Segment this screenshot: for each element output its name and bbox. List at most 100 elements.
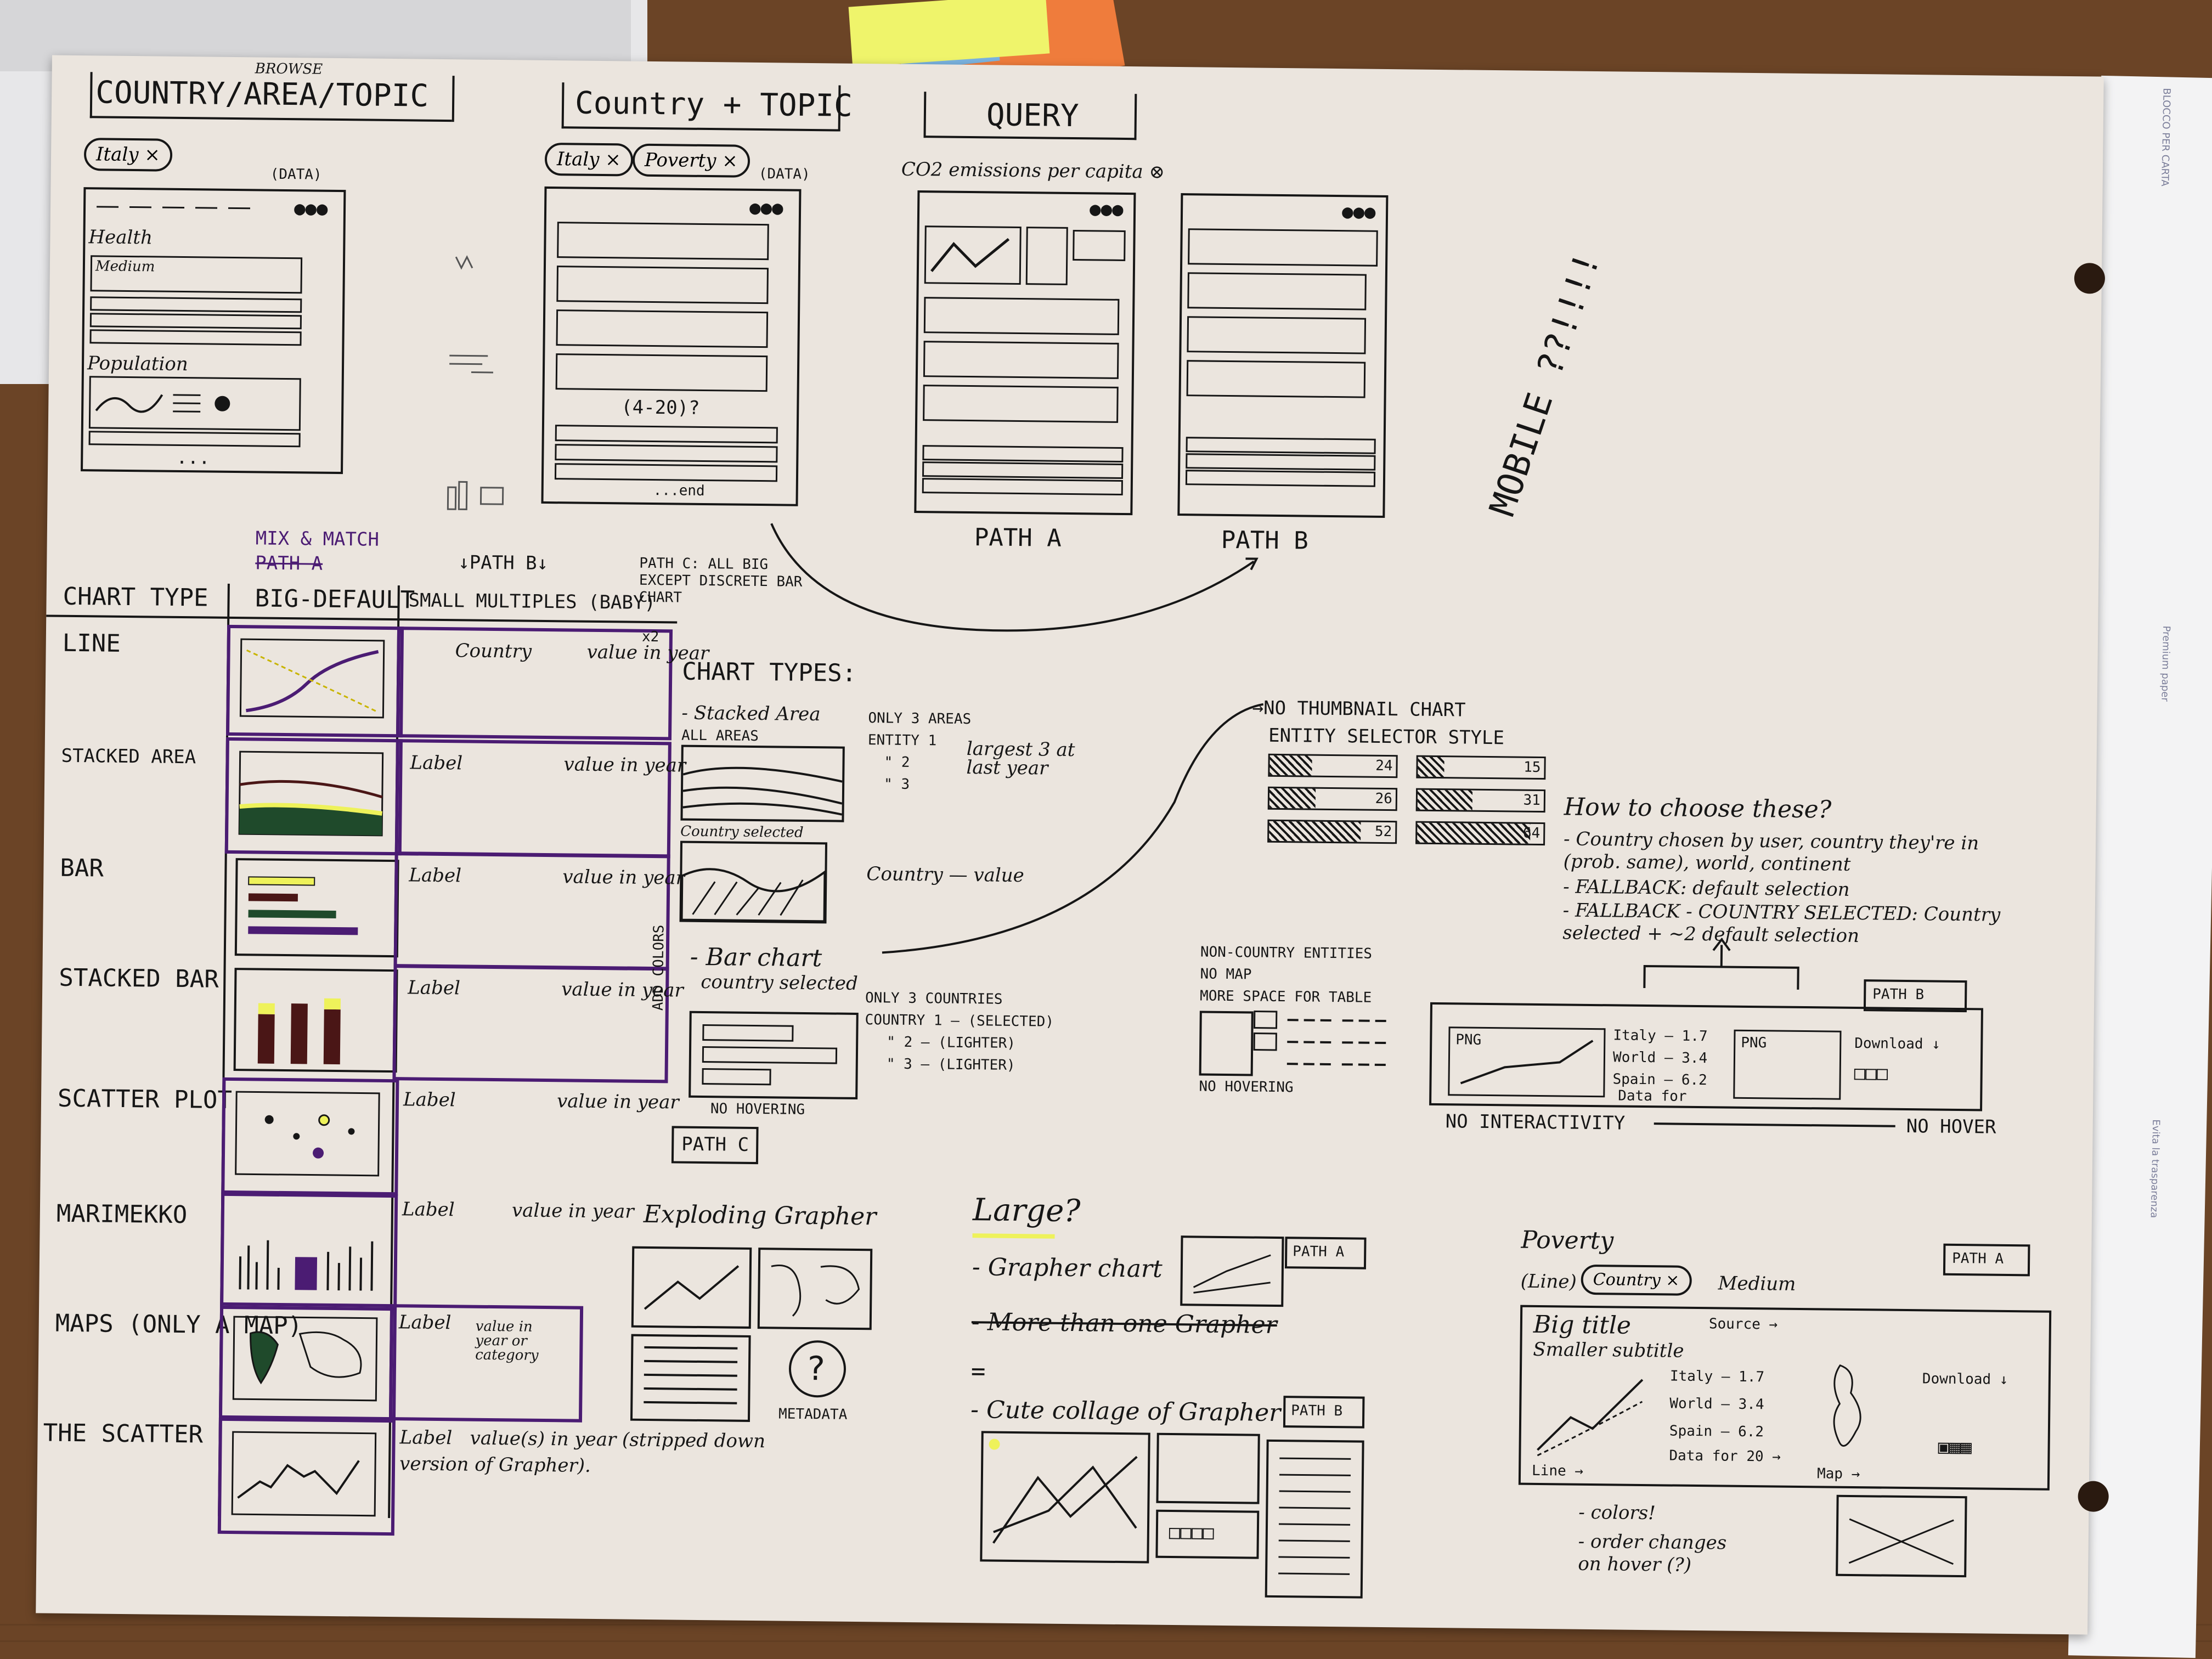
sm-extra: x2 <box>641 628 659 646</box>
wireframe-block: Medium <box>90 255 303 294</box>
sm-value: value in year <box>562 866 685 889</box>
medium-label: Medium <box>1718 1272 1796 1295</box>
wireframe-row <box>90 296 302 313</box>
sketch-paper: COUNTRY/AREA/TOPIC BROWSE Italy × (DATA)… <box>36 55 2109 1635</box>
line-chart-sketch <box>1537 1379 1644 1457</box>
collage-chart <box>980 1431 1150 1564</box>
small-multiples-line: Country value in year x2 <box>396 627 709 741</box>
sm-label: Label <box>403 1088 456 1111</box>
stacked-bar-sketch <box>257 998 341 1065</box>
non-country-l3: MORE SPACE FOR TABLE <box>1199 988 1372 1006</box>
add-colors: ADD COLORS <box>650 924 668 1011</box>
sm-label-value: Label value(s) in year (stripped down ve… <box>399 1425 828 1481</box>
bracket-arrow <box>1643 938 1799 990</box>
wireframe-row <box>89 329 302 346</box>
entity-selector-bar: 52 <box>1267 819 1397 844</box>
wireframe-block <box>1187 316 1367 354</box>
dots-icon: ●●● <box>1341 201 1376 223</box>
wireframe-block <box>923 341 1119 379</box>
mini-table <box>1253 1011 1386 1066</box>
country1: COUNTRY 1 — (SELECTED) <box>865 1012 1054 1030</box>
column-title-country-area: COUNTRY/AREA/TOPIC <box>95 75 429 114</box>
big-default-the-scatter <box>217 1417 396 1536</box>
wireframe-row <box>922 445 1124 462</box>
non-country-no-hovering: NO HOVERING <box>1199 1078 1294 1096</box>
mix-match-note: MIX & MATCH <box>255 527 380 551</box>
how-spain: Spain — 6.2 <box>1612 1071 1707 1089</box>
non-country-l1: NON-COUNTRY ENTITIES <box>1200 944 1373 962</box>
poverty-download: Download ↓ <box>1922 1370 2008 1388</box>
entity-selector-value: 15 <box>1523 759 1541 776</box>
wireframe-row <box>554 463 778 482</box>
world-map-sketch <box>232 1316 378 1402</box>
header-small-multiples: SMALL MULTIPLES (BABY) <box>408 589 656 614</box>
table-icon <box>644 1346 738 1404</box>
bar <box>702 1068 771 1086</box>
cross-icon <box>1848 1518 1954 1565</box>
area-hatch <box>680 868 826 923</box>
how-data-for: Data for <box>1618 1087 1687 1105</box>
scatter-sketch <box>235 1091 380 1177</box>
small-multiples-marimekko: Label value in year <box>390 1194 660 1307</box>
sm-label: Label <box>399 1426 453 1449</box>
entity-selector-fill <box>1417 822 1531 844</box>
thumbnail-number <box>1073 229 1126 262</box>
arrow-entity <box>882 703 1264 954</box>
country-selected: Country selected <box>680 823 804 841</box>
entity-selector-value: 31 <box>1523 792 1541 809</box>
wireframe-row <box>89 313 302 330</box>
sm-value: value(s) in year (stripped down version … <box>399 1427 766 1477</box>
entity-selector-value: 52 <box>1374 823 1392 840</box>
smaller-subtitle: Smaller subtitle <box>1533 1338 1684 1362</box>
view-toggle-icons: ▣▦▦ <box>1938 1436 1972 1459</box>
big-default-line <box>226 624 404 738</box>
wireframe-row <box>922 478 1123 495</box>
no-hovering: NO HOVERING <box>710 1101 805 1118</box>
mini-bars <box>1199 1011 1254 1076</box>
line-chart-icon <box>644 1265 740 1310</box>
sm-label: Country <box>455 640 532 663</box>
chart-types-title: CHART TYPES: <box>682 657 857 687</box>
table-rule <box>46 614 678 624</box>
divider <box>452 76 455 122</box>
chart-type-rows: LINE Country value in year x2 STACKED AR… <box>43 55 2104 1536</box>
more-than-one: - More than one Grapher <box>971 1308 1277 1340</box>
wireframe-row <box>922 461 1124 479</box>
entity-selector-bar: 64 <box>1415 821 1545 846</box>
entity-selector-bar: 24 <box>1268 753 1398 778</box>
path-b-note: ↓PATH B↓ <box>458 551 549 575</box>
section-health: Health <box>88 226 153 249</box>
how-card: PNG Italy — 1.7 World — 3.4 Spain — 6.2 … <box>1429 1002 1983 1111</box>
map-label: Map → <box>1816 1465 1860 1483</box>
chart-type-label: MARIMEKKO <box>56 1199 188 1229</box>
wireframe-block <box>923 297 1120 335</box>
arrow-line <box>1654 1122 1895 1127</box>
large-title: Large? <box>972 1192 1081 1229</box>
small-multiples-stacked-bar: Label value in year <box>392 964 684 1084</box>
marimekko-sketch <box>239 1240 374 1291</box>
browse-tag: BROWSE <box>255 60 323 78</box>
stacked-area-note: - Stacked Area <box>681 702 821 726</box>
sm-label: Label <box>409 864 462 887</box>
wireframe-block <box>556 309 769 348</box>
how-italy: Italy — 1.7 <box>1613 1027 1708 1045</box>
stacked-area-sketch <box>238 751 384 837</box>
wireframe-row <box>555 425 778 444</box>
poverty-thumb <box>1836 1494 1967 1578</box>
equals: = <box>970 1357 986 1386</box>
end-note: ...end <box>653 482 705 499</box>
how-download: Download ↓ <box>1854 1035 1940 1053</box>
bar-country-selected: country selected <box>701 970 858 995</box>
wireframe-block <box>1188 228 1378 267</box>
how-world: World — 3.4 <box>1612 1049 1708 1067</box>
svg-text:?: ? <box>808 1350 826 1388</box>
title-box: QUERY <box>923 92 1137 140</box>
binder-hole <box>2078 1481 2109 1512</box>
path-a-tag: PATH A <box>1284 1237 1367 1269</box>
wireframe-block <box>1186 360 1366 398</box>
binder-hole <box>2074 263 2106 294</box>
mini-line-icon <box>95 394 230 413</box>
only3-countries: ONLY 3 COUNTRIES <box>865 990 1003 1008</box>
header-chart-type: CHART TYPE <box>63 582 208 612</box>
sticker-doodles <box>447 255 504 510</box>
